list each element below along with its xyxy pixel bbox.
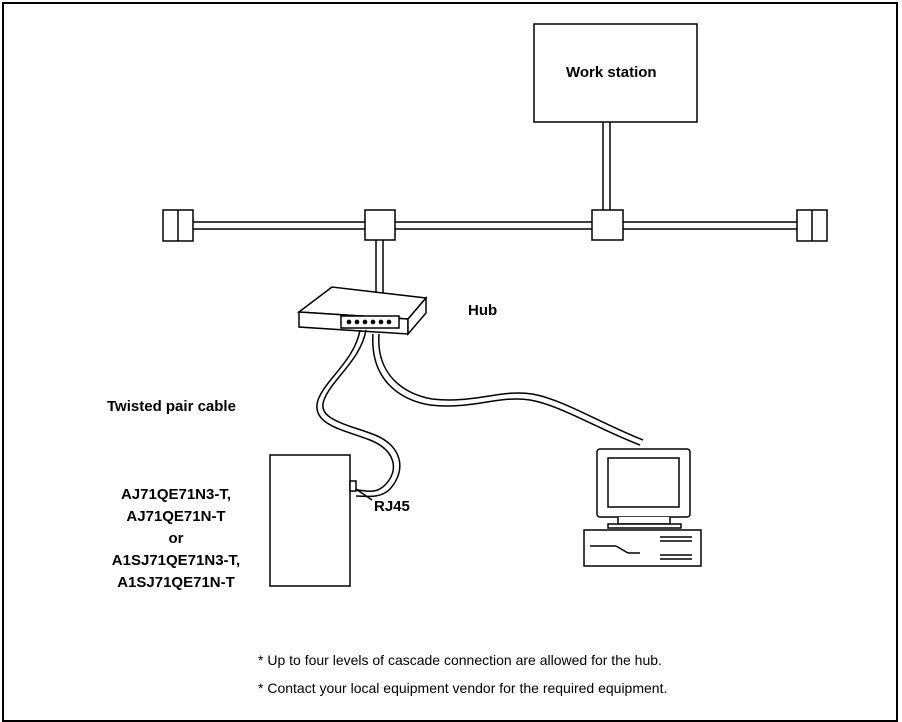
twisted-pair-cable-to-module-inner: [322, 329, 401, 498]
computer-icon: [583, 448, 702, 567]
terminator-icon: [162, 209, 194, 242]
terminator-icon: [796, 209, 828, 242]
backbone-cable: [193, 221, 797, 230]
rj45-label: RJ45: [374, 498, 410, 515]
hub-label: Hub: [468, 302, 498, 319]
transceiver-icon: [591, 209, 624, 241]
transceiver-icon: [364, 209, 396, 241]
module-label-line: AJ71QE71N3-T,: [120, 486, 232, 503]
module-label-line: A1SJ71QE71N-T: [117, 574, 235, 591]
twisted-pair-cable-to-pc-inner: [378, 333, 644, 441]
hub-icon: [296, 286, 428, 337]
note-vendor: * Contact your local equipment vendor fo…: [258, 680, 668, 696]
twisted-pair-cable-to-module: [316, 329, 395, 492]
rj45-pointer: [355, 488, 373, 501]
module-label-line: AJ71QE71N-T: [126, 508, 226, 525]
module-label-line: or: [168, 530, 184, 547]
workstation-drop-cable: [602, 122, 611, 210]
twisted-pair-label: Twisted pair cable: [107, 398, 236, 415]
twisted-pair-cable-to-pc: [372, 333, 641, 446]
module-label-block: AJ71QE71N3-T, AJ71QE71N-T or A1SJ71QE71N…: [86, 484, 266, 594]
note-cascade: * Up to four levels of cascade connectio…: [258, 652, 662, 668]
workstation-label: Work station: [566, 64, 657, 81]
hub-drop-cable: [375, 240, 384, 293]
rj45-connector-icon: [349, 480, 357, 492]
module-label-line: A1SJ71QE71N3-T,: [111, 552, 241, 569]
workstation-box: [533, 23, 698, 123]
ethernet-module-box: [269, 454, 351, 587]
